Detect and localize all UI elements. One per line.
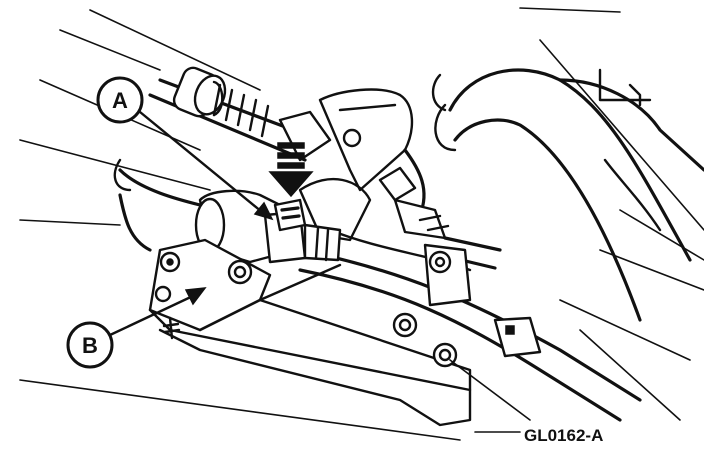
callout-b-label: B [82,333,98,358]
callout-a-label: A [112,88,128,113]
threaded-cable [148,66,332,162]
leader-lines [108,110,531,433]
callout-b: B [66,321,114,369]
mounting-plate [148,238,472,427]
callout-a: A [96,76,144,124]
figure-id: GL0162-A [524,426,603,445]
cable-end-fitting [378,166,502,270]
coolant-hose [431,68,704,322]
cable-connector [113,158,342,264]
down-arrow-icon [268,142,314,198]
callout-b-circle [66,321,114,369]
background-structure [19,7,704,441]
callout-a-circle [96,76,144,124]
